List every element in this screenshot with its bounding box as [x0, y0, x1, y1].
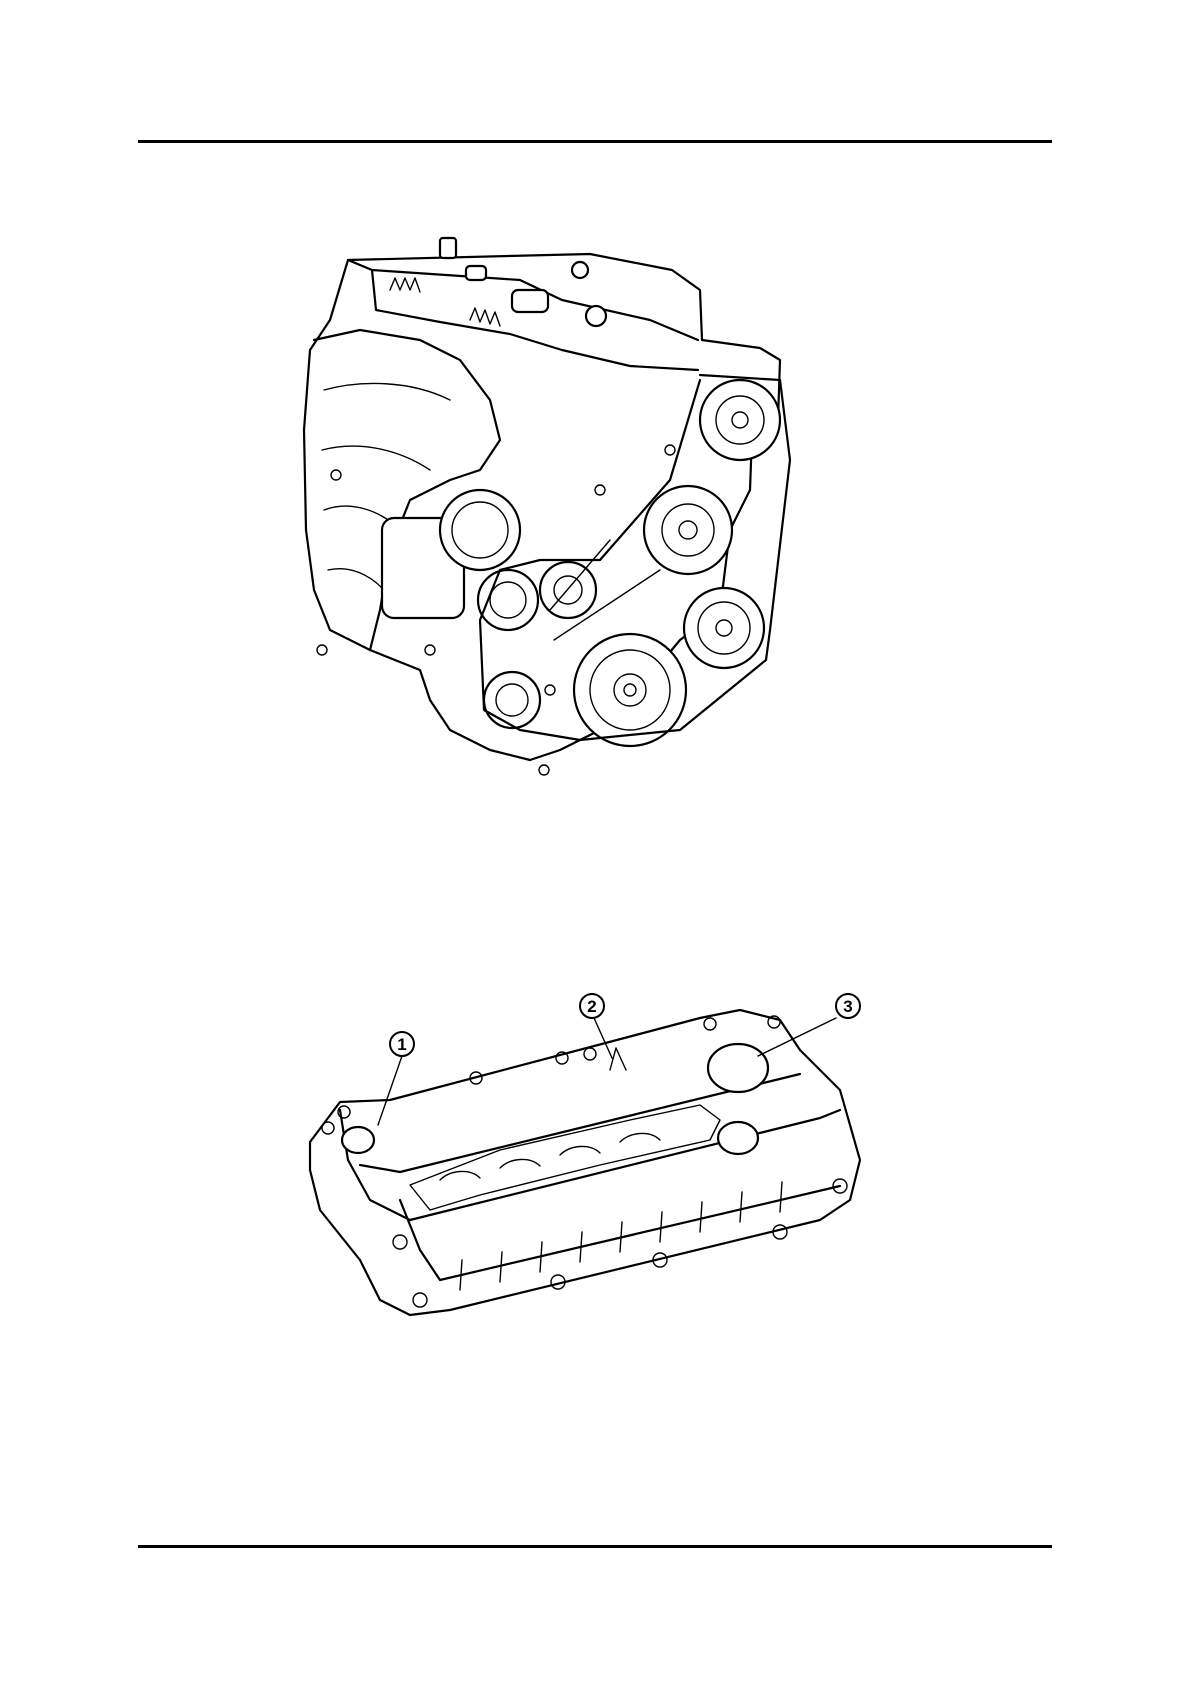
- callout-2-label: 2: [587, 997, 596, 1016]
- callout-3-label: 3: [843, 997, 852, 1016]
- valve-cover-illustration: 1 2 3: [300, 990, 900, 1340]
- callout-1-label: 1: [397, 1035, 406, 1054]
- engine-illustration: [300, 230, 900, 790]
- footer-rule: [138, 1545, 1052, 1548]
- callout-1: 1: [390, 1032, 414, 1056]
- callout-2: 2: [580, 994, 604, 1018]
- header-rule: [138, 140, 1052, 143]
- callout-3: 3: [836, 994, 860, 1018]
